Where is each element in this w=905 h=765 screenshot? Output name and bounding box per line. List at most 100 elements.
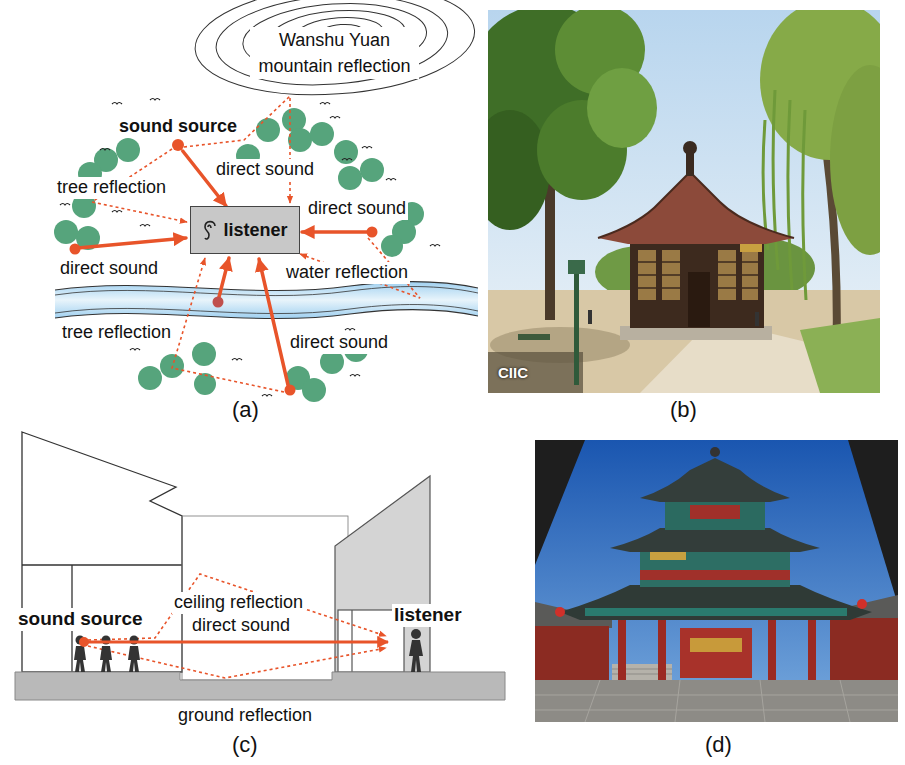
direct-sound-label: direct sound [306,198,408,220]
pavilion-photo-part [620,326,772,340]
pavilion-photo-part [568,260,585,274]
panel-label: (a) [230,397,261,423]
tower-photo-part [680,628,752,678]
tower-photo-part [610,528,820,552]
ear-icon [205,222,215,239]
tower-photo-part [658,615,666,680]
listener-box: listener [190,206,300,254]
reflection-paths [92,96,420,392]
source-label: sound source [16,608,145,631]
trees-part [334,140,358,164]
mountain-contours-part [213,0,451,92]
pavilion-photo-part [587,68,657,148]
trees [54,108,424,402]
reflection-label: water reflection [284,262,410,284]
stage-building [22,432,182,672]
reflection-label: tree reflection [60,322,173,344]
trees-part [381,235,403,257]
sound-source-dots-part [285,385,296,396]
reflection-label: ceiling reflection [172,592,305,614]
direct-sound-label: direct sound [58,258,160,280]
tower-photo-part [535,440,585,565]
tower-photo-part [560,585,872,620]
node-label: listener [223,220,287,241]
tower-photo-part [535,680,898,722]
reflection-paths-part [184,96,290,203]
sound-source-dots-part [213,297,224,308]
river-part [55,310,478,319]
direct-sound-label: direct sound [288,332,390,354]
trees-part [54,220,78,244]
trees-part [338,166,362,190]
trees-part [192,342,216,366]
pavilion-photo-part [518,334,550,340]
tower-photo-part [857,599,867,609]
tower-photo-part [690,638,742,652]
pavilion-photo-part [598,172,794,238]
tower-photo-part [618,615,626,680]
tower-photo-part [640,458,790,502]
ground-slab [15,672,505,700]
stage-building-part [22,432,182,672]
tower-photo-part [585,608,847,616]
pavilion-photo-part [688,272,710,327]
trees-part [138,366,162,390]
panel-label: (c) [230,732,260,758]
tower-photo-part [808,615,816,680]
pavilion-photo-part [830,65,880,255]
ear-icon [202,218,218,242]
tower-photo-part [710,447,720,457]
reflection-paths-part [172,258,284,392]
trees-part [360,158,384,182]
trees-part [288,128,312,152]
pavilion-photo-part [763,90,806,300]
pavilion-photo-part [630,236,764,328]
trees-part [320,350,344,374]
mountain-label: Wanshu Yuan mountain reflection [250,27,419,79]
trees-part [116,138,140,162]
people-figures-part [100,646,112,672]
direct-sound-arrows-part [302,230,367,234]
tower-photo [535,440,898,722]
direct-sound-arrows [78,232,367,385]
pavilion-photo-part [488,352,583,393]
pavilion-photo-part [683,141,697,155]
mountain-contours-part [241,0,429,78]
tower-photo-part [690,505,740,519]
direct-sound-arrows-part [78,238,186,248]
pavilion-photo-part [598,172,794,244]
pavilion-photo [488,10,880,393]
section-reflections-part [88,646,386,678]
people-figures-part [409,640,423,672]
sound-source-dots-part [367,227,378,238]
tower-photo-part [830,618,898,682]
pavilion-photo-part [574,272,579,385]
edge-label: direct sound [214,159,316,181]
listener-label: listener [392,604,464,627]
tower-photo-part [535,680,898,722]
people-figures-part [128,646,140,672]
reflection-label: ground reflection [176,705,314,727]
tower-photo-part [535,440,898,722]
tower-photo-part [768,615,776,680]
sound-source-dots-part [70,244,81,255]
section-direct-arrow [84,641,388,644]
tower-photo-part [555,607,565,617]
section-source-dot [79,637,89,647]
tower-photo-part [848,440,898,605]
pavilion-photo-part [755,312,759,326]
pavilion-photo-part [488,110,550,230]
mountain-contours [191,0,478,104]
trees-part [302,378,326,402]
trees-part [310,122,334,146]
mountain-contours-part [191,0,478,104]
pavilion-photo-part [588,310,592,324]
direct-sound-label: direct sound [190,615,292,637]
direct-sound-arrows-part [219,258,229,297]
watermark: CIIC [498,364,528,382]
people-figures-part [411,629,421,639]
sound-source: sound source [172,139,184,151]
